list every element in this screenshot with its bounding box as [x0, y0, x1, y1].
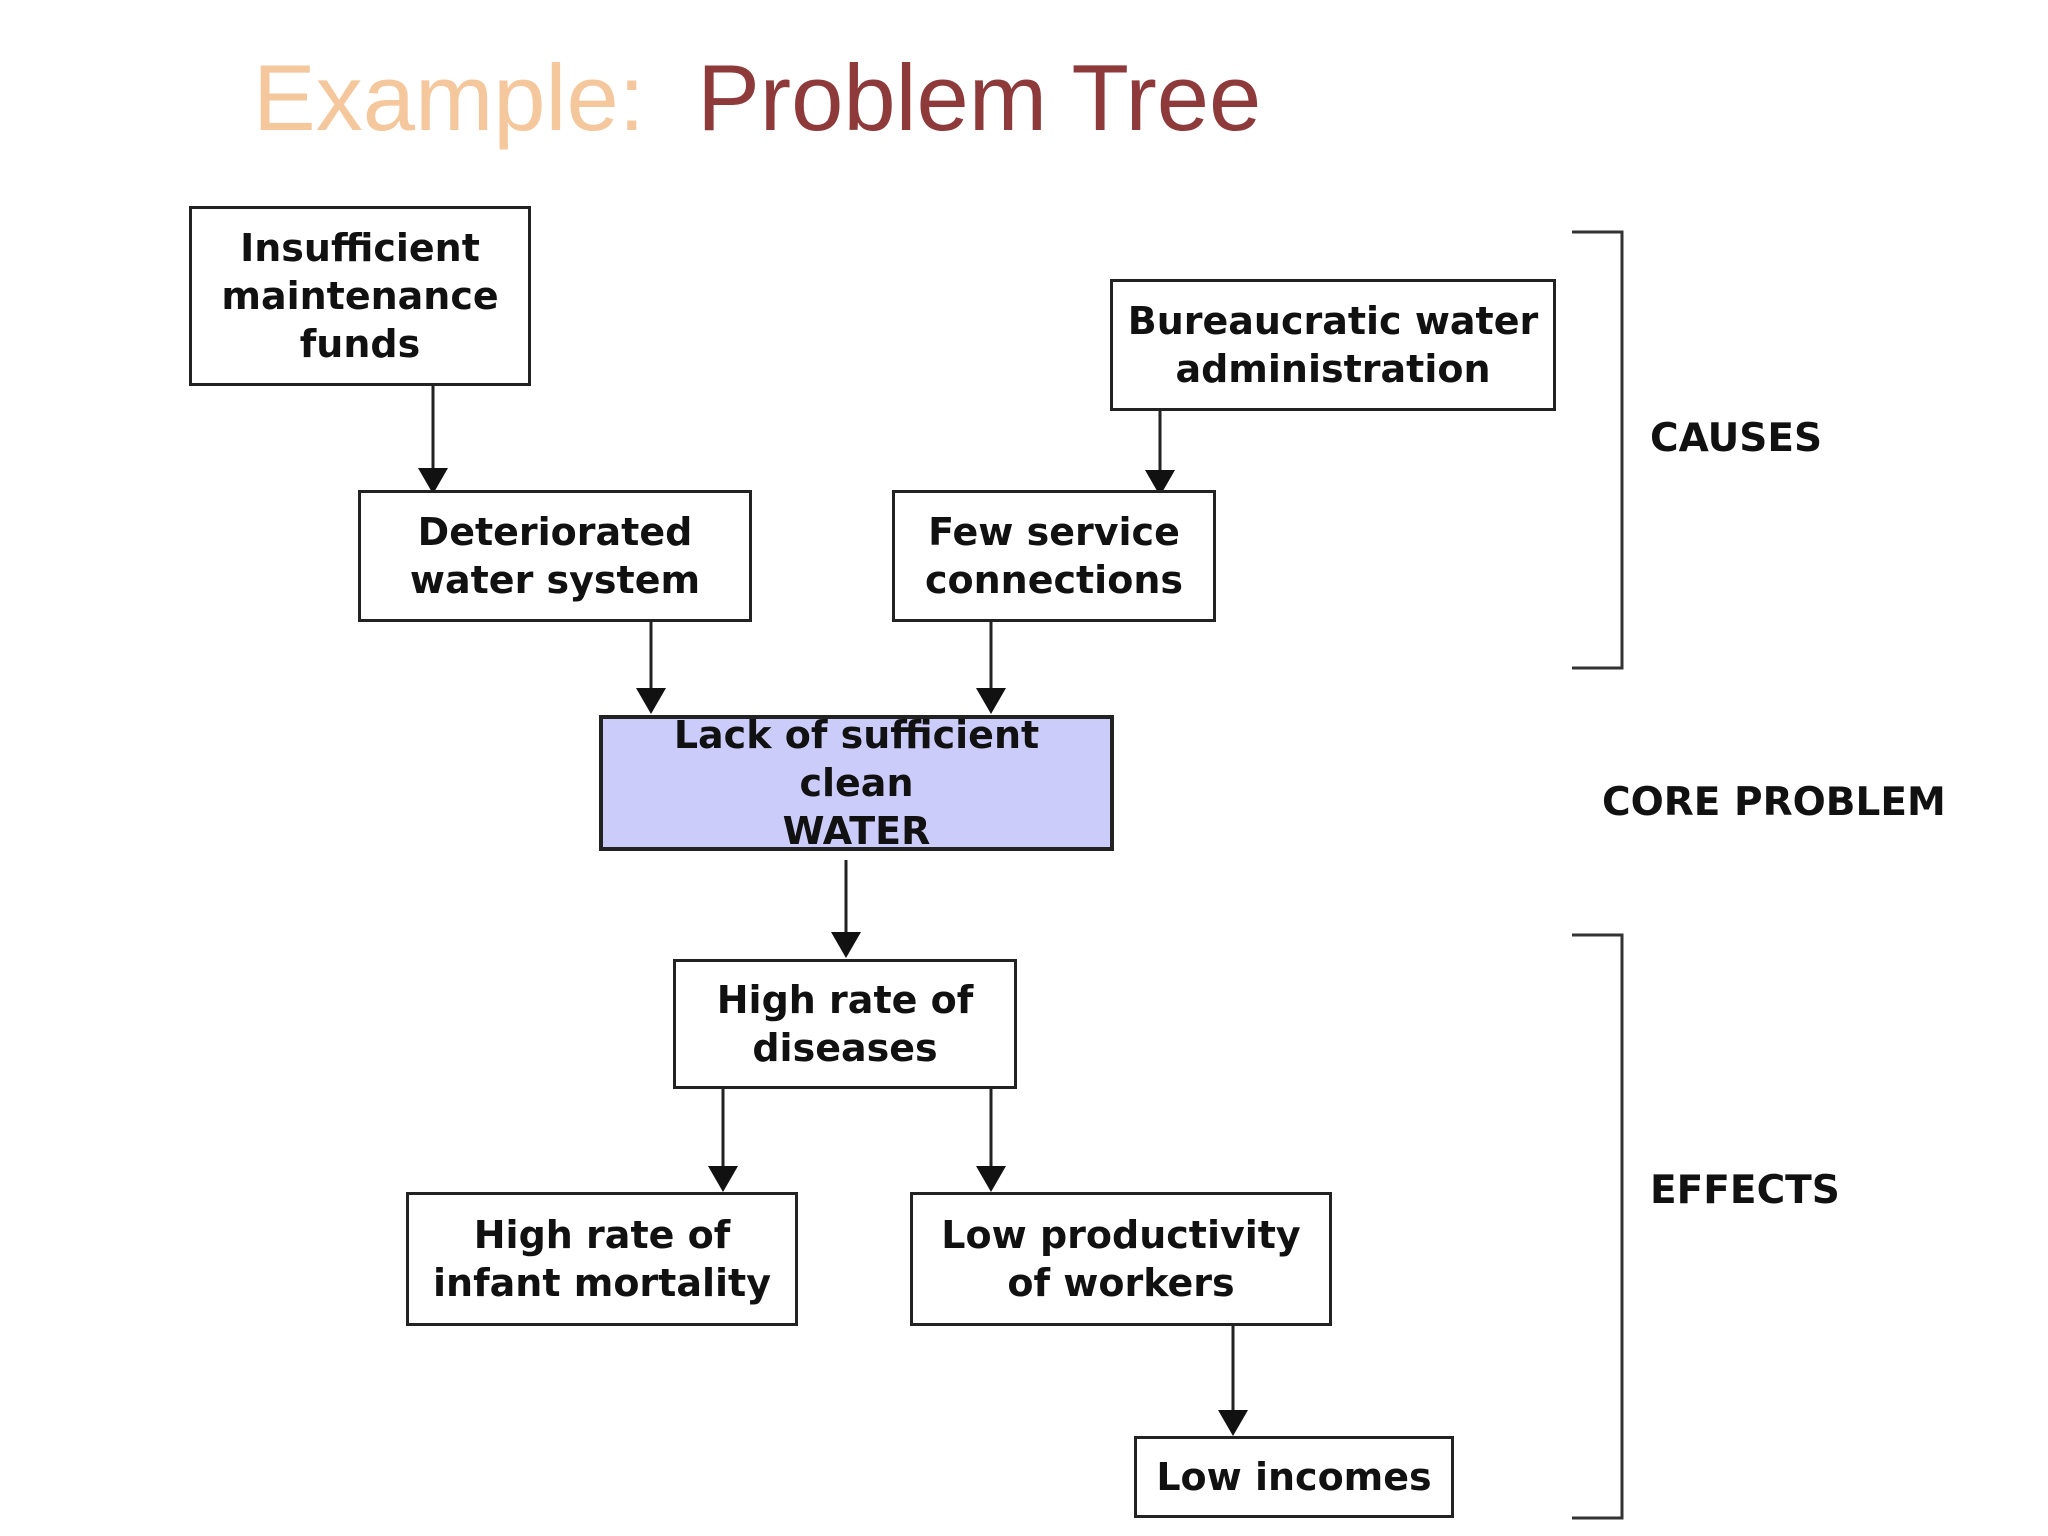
arrowhead-productivity-to-incomes [1218, 1410, 1248, 1436]
title-main: Problem Tree [697, 45, 1262, 150]
arrowhead-core-to-diseases [831, 932, 861, 958]
arrowhead-deteriorated-to-core [636, 688, 666, 714]
arrowhead-funds-to-deteriorated [418, 468, 448, 494]
effects-label: EFFECTS [1650, 1168, 1840, 1213]
arrowhead-few-to-core [976, 688, 1006, 714]
arrowhead-bureaucratic-to-few [1145, 470, 1175, 496]
effect-low-incomes: Low incomes [1134, 1436, 1454, 1518]
effect-high-diseases: High rate of diseases [673, 959, 1017, 1089]
core-problem-box: Lack of sufficient clean WATER [599, 713, 1114, 853]
title-prefix: Example: [253, 45, 645, 150]
slide-title: Example: Problem Tree [253, 44, 1261, 152]
arrowhead-diseases-to-productivity [976, 1166, 1006, 1192]
cause-few-connections: Few service connections [892, 490, 1216, 622]
core-problem-label: CORE PROBLEM [1602, 780, 1946, 825]
arrowhead-diseases-to-mortality [708, 1166, 738, 1192]
causes-label: CAUSES [1650, 416, 1823, 461]
effects-bracket [1572, 933, 1624, 1520]
causes-bracket [1572, 230, 1624, 670]
cause-bureaucratic-admin: Bureaucratic water administration [1110, 279, 1556, 411]
effect-infant-mortality: High rate of infant mortality [406, 1192, 798, 1326]
effect-low-productivity: Low productivity of workers [910, 1192, 1332, 1326]
cause-deteriorated-system: Deteriorated water system [358, 490, 752, 622]
cause-insufficient-funds: Insufficient maintenance funds [189, 206, 531, 386]
